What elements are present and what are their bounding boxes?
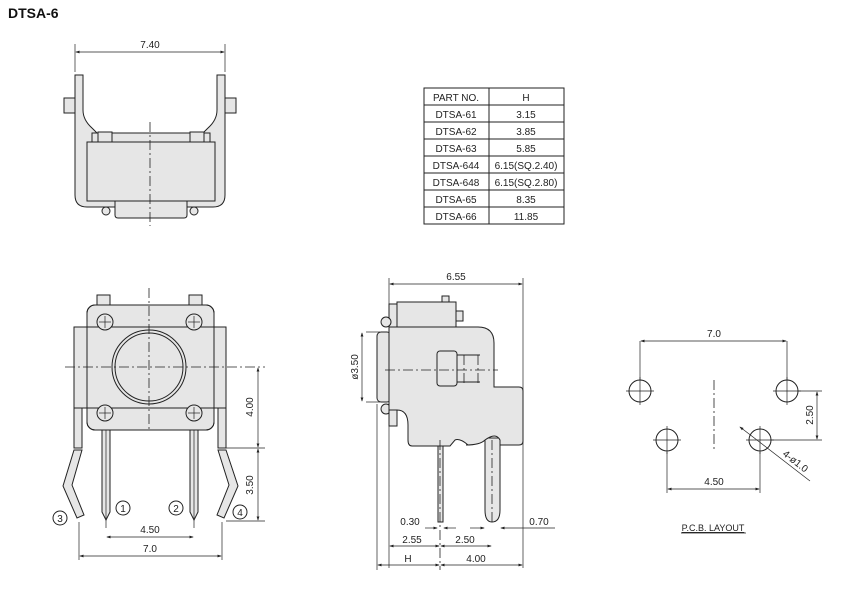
table-cell-part-no: DTSA-644 — [433, 161, 480, 172]
table-cell-part-no: DTSA-62 — [435, 127, 477, 138]
dim-4-00: 4.00 — [466, 554, 486, 565]
pcb-dim-holes: 4-ø1.0 — [780, 449, 810, 476]
dim-height-lower: 3.50 — [245, 475, 256, 495]
table-cell-h: 3.15 — [516, 110, 536, 121]
pcb-dim-vertical: 2.50 — [805, 405, 816, 425]
dim-pin-pitch: 4.50 — [140, 525, 160, 536]
table-cell-part-no: DTSA-648 — [433, 178, 480, 189]
table-cell-part-no: DTSA-65 — [435, 195, 477, 206]
table-header-part-no: PART NO. — [433, 93, 479, 104]
front-view: 1 2 3 4 4.00 3.50 4.50 7.0 — [52, 288, 265, 560]
pcb-layout: 7.0 2.50 4.50 4-ø1.0 P.C.B. LAYOUT — [626, 329, 822, 534]
table-cell-h: 3.85 — [516, 127, 536, 138]
dim-h: H — [404, 554, 411, 565]
pin-4-label: 4 — [237, 508, 243, 519]
table-cell-part-no: DTSA-66 — [435, 212, 477, 223]
dim-2-55: 2.55 — [402, 535, 422, 546]
dim-width-label: 7.40 — [140, 40, 160, 51]
top-view: 7.40 — [63, 40, 237, 226]
table-cell-part-no: DTSA-63 — [435, 144, 477, 155]
dim-diameter: ø3.50 — [350, 354, 361, 380]
table-cell-h: 5.85 — [516, 144, 536, 155]
table-cell-part-no: DTSA-61 — [435, 110, 477, 121]
table-cell-h: 11.85 — [514, 212, 539, 223]
pin-1-label: 1 — [120, 504, 126, 515]
drawing-title: DTSA-6 — [8, 5, 59, 21]
pcb-dim-pitch: 4.50 — [704, 477, 724, 488]
pcb-layout-label: P.C.B. LAYOUT — [682, 523, 745, 533]
table-cell-h: 6.15(SQ.2.80) — [495, 178, 558, 189]
dim-width: 6.55 — [446, 272, 466, 283]
table-cell-h: 6.15(SQ.2.40) — [495, 161, 558, 172]
table-cell-h: 8.35 — [516, 195, 536, 206]
pin-2-label: 2 — [173, 504, 179, 515]
dim-width: 7.0 — [143, 544, 157, 555]
side-view: 6.55 ø3.50 0.30 0.70 2.55 2.50 H 4.00 — [350, 272, 555, 570]
dim-0-30: 0.30 — [400, 517, 420, 528]
dim-0-70: 0.70 — [529, 517, 549, 528]
dim-2-50: 2.50 — [455, 535, 475, 546]
pin-3-label: 3 — [57, 514, 63, 525]
table-header-h: H — [522, 93, 529, 104]
pcb-dim-width: 7.0 — [707, 329, 721, 340]
dim-height-upper: 4.00 — [245, 397, 256, 417]
